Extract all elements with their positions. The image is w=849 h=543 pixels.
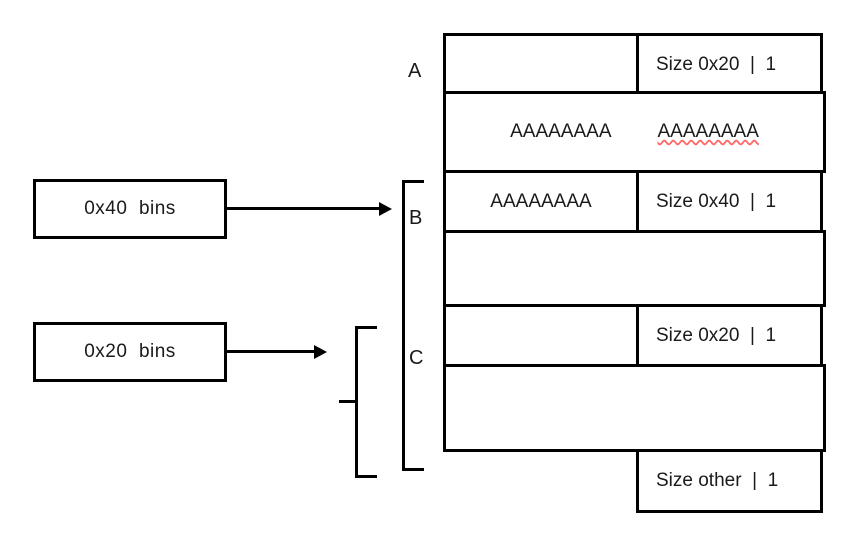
- row-2-payload-right-misspelled: AAAAAAAA: [657, 121, 759, 142]
- row-3-left-cell: AAAAAAAA: [443, 170, 639, 233]
- table-row: AAAAAAAA AAAAAAAA: [443, 91, 826, 173]
- table-row: Size 0x20 | 1: [443, 33, 823, 97]
- table-row: Size other | 1: [443, 449, 823, 513]
- arrow-0x20-line: [227, 350, 317, 353]
- row-4-empty-cell: [443, 230, 826, 307]
- row-1-left-cell: [443, 33, 639, 97]
- box-0x40-bins[interactable]: 0x40 bins: [33, 179, 227, 239]
- table-row: [443, 230, 826, 307]
- row-6-empty-cell: [443, 364, 826, 452]
- group-label-b: B: [409, 207, 423, 229]
- arrow-0x40-line: [227, 207, 382, 210]
- row-2-payload-cell: AAAAAAAA AAAAAAAA: [443, 91, 826, 173]
- bracket-b-c-group-icon: [402, 180, 424, 471]
- brace-0x20-tick-icon: [339, 400, 357, 403]
- row-2-payload-text: AAAAAAAA AAAAAAAA: [510, 121, 759, 143]
- group-label-c: C: [409, 347, 424, 369]
- arrow-0x40-head-icon: [379, 201, 392, 216]
- box-0x20-bins[interactable]: 0x20 bins: [33, 322, 227, 382]
- row-3-right-cell: Size 0x40 | 1: [636, 170, 823, 233]
- row-5-right-cell: Size 0x20 | 1: [636, 304, 823, 367]
- table-row: Size 0x20 | 1: [443, 304, 823, 367]
- row-1-right-cell: Size 0x20 | 1: [636, 33, 823, 97]
- row-2-payload-left: AAAAAAAA: [510, 121, 612, 142]
- brace-0x20-group-icon: [355, 326, 377, 478]
- row-7-left-spacer: [443, 449, 639, 513]
- row-5-left-cell: [443, 304, 639, 367]
- row-7-right-cell: Size other | 1: [636, 449, 823, 513]
- group-label-a: A: [408, 60, 422, 82]
- arrow-0x20-head-icon: [314, 344, 327, 359]
- table-row: AAAAAAAA Size 0x40 | 1: [443, 170, 823, 233]
- table-row: [443, 364, 826, 452]
